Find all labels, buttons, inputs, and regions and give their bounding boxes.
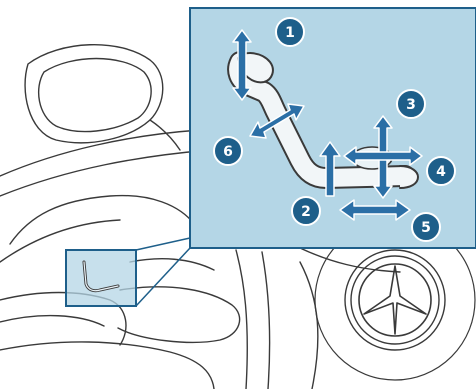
callout-2-label: 2 — [301, 204, 311, 220]
callout-5-label: 5 — [421, 220, 431, 236]
callout-3-label: 3 — [406, 97, 416, 113]
seat-edge — [236, 250, 247, 389]
door-lower — [0, 342, 214, 389]
detail-panel — [190, 8, 476, 248]
callout-2: 2 — [292, 197, 320, 225]
door-line-2 — [0, 150, 210, 196]
connector-line-bottom — [136, 248, 190, 306]
side-mirror — [25, 45, 163, 143]
callout-5: 5 — [412, 213, 440, 241]
door-panel-curve — [10, 196, 195, 244]
side-mirror-inner — [39, 59, 151, 132]
callout-1: 1 — [276, 18, 304, 46]
callout-6-label: 6 — [223, 144, 233, 160]
seat-edge-2 — [262, 252, 270, 389]
door-pocket-2 — [0, 316, 104, 326]
callout-6: 6 — [214, 137, 242, 165]
star-emblem — [359, 264, 431, 336]
callout-4: 4 — [427, 157, 455, 185]
connector-line-top — [136, 238, 190, 250]
switch-location-highlight — [66, 250, 136, 306]
callout-3: 3 — [397, 90, 425, 118]
dash-line-2 — [300, 262, 318, 389]
callout-1-label: 1 — [285, 25, 295, 41]
callout-4-label: 4 — [436, 164, 446, 180]
steering-hub — [345, 250, 445, 350]
